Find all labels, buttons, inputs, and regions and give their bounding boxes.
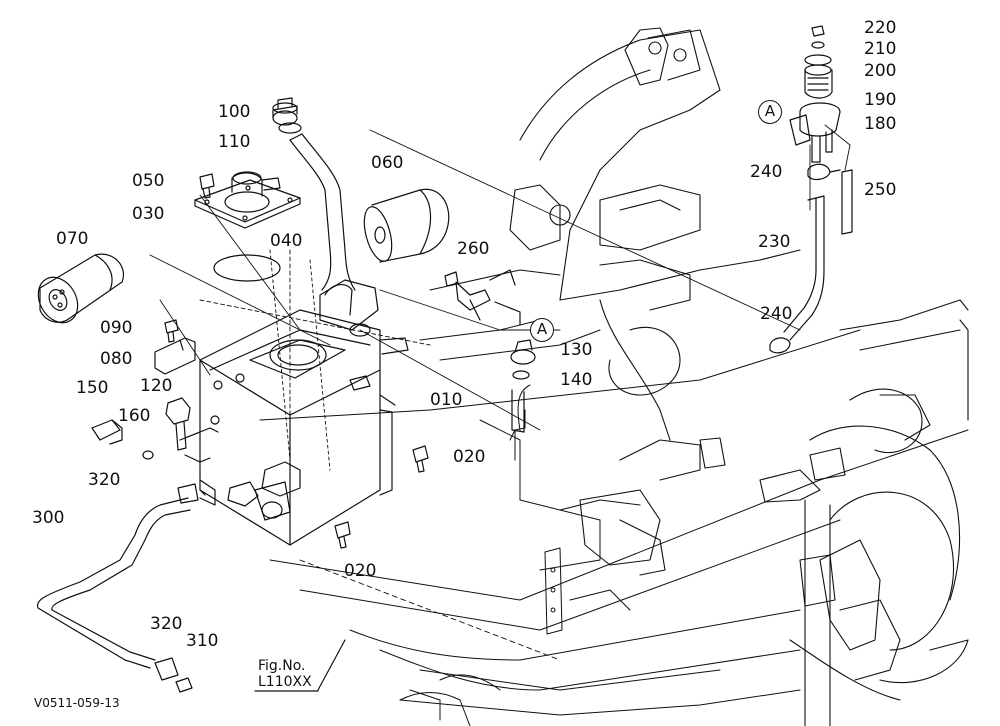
fitting-120	[165, 397, 219, 463]
cap-130	[510, 339, 536, 433]
part-label: 180	[864, 114, 897, 134]
part-label: 260	[457, 239, 490, 259]
part-label: 250	[864, 180, 897, 200]
part-label: 200	[864, 61, 897, 81]
part-label: 110	[218, 132, 251, 152]
part-label: 090	[100, 318, 133, 338]
part-label: 060	[371, 153, 404, 173]
bracket-080	[154, 319, 196, 375]
figure-ref-label: Fig.No.	[258, 658, 306, 674]
part-label: 160	[118, 406, 151, 426]
breather-assembly	[769, 25, 853, 354]
machine-frame	[509, 27, 969, 726]
part-label: 140	[560, 370, 593, 390]
part-label: 130	[560, 340, 593, 360]
part-label: 300	[32, 508, 65, 528]
part-label: 020	[453, 447, 486, 467]
callout-marker-a: A	[758, 100, 782, 124]
figure-reference: Fig.No. L110XX	[258, 658, 312, 690]
hose-300	[36, 483, 199, 693]
bolt-050	[199, 173, 215, 199]
part-label: 220	[864, 18, 897, 38]
part-label: 310	[186, 631, 219, 651]
fitting-150	[91, 419, 154, 460]
hydraulic-tank	[199, 279, 409, 546]
part-label: 190	[864, 90, 897, 110]
part-label: 020	[344, 561, 377, 581]
part-label: 210	[864, 39, 897, 59]
part-label: 320	[88, 470, 121, 490]
callout-marker-a: A	[530, 318, 554, 342]
figure-ref-number: L110XX	[258, 674, 312, 691]
part-label: 080	[100, 349, 133, 369]
bolt-020-b	[334, 521, 351, 549]
part-label: 320	[150, 614, 183, 634]
part-label: 100	[218, 102, 251, 122]
filter-070	[37, 253, 124, 324]
part-label: 150	[76, 378, 109, 398]
part-label: 050	[132, 171, 165, 191]
bracket-260	[444, 269, 521, 326]
filter-060	[363, 188, 450, 263]
frame-rails	[259, 269, 969, 726]
part-label: 070	[56, 229, 89, 249]
fig-ref-leader	[317, 639, 346, 691]
leader-lines	[149, 124, 851, 661]
part-label: 240	[760, 304, 793, 324]
part-label: 230	[758, 232, 791, 252]
bolt-020-a	[412, 445, 429, 473]
cover-plate	[194, 171, 301, 282]
diagram-id: V0511-059-13	[34, 696, 120, 710]
filler-pipe	[272, 97, 356, 291]
part-label: 030	[132, 204, 165, 224]
part-label: 010	[430, 390, 463, 410]
part-label: 040	[270, 231, 303, 251]
part-label: 240	[750, 162, 783, 182]
part-label: 120	[140, 376, 173, 396]
